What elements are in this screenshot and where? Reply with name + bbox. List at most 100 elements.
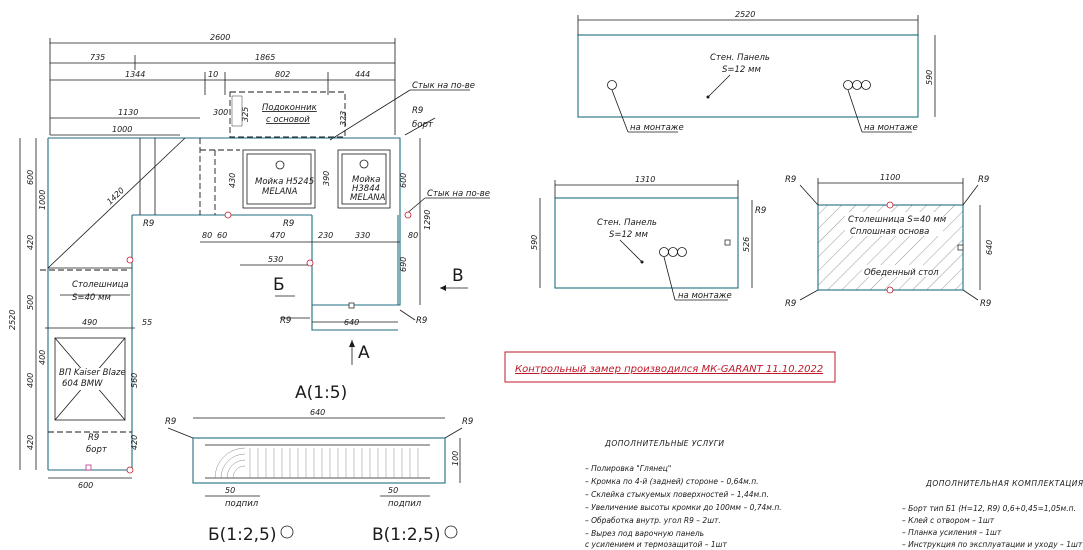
view-a-dim-640: 640 (310, 408, 325, 417)
dim-1130: 1130 (118, 108, 138, 117)
view-a-podpil-left: подпил (225, 499, 259, 509)
table-label-1: Столешница S=40 мм (848, 215, 947, 225)
dim-600-bottom: 600 (78, 481, 93, 490)
dim-1344: 1344 (125, 70, 145, 79)
dim-600-right: 600 (399, 173, 408, 188)
dim-420-left: 420 (26, 235, 35, 250)
section-a-marker: А (358, 343, 370, 363)
wall-panel-1: 2520 590 Стен. Панель S=12 мм на монтаже… (577, 10, 936, 133)
dim-10: 10 (208, 70, 218, 79)
dim-80-right: 80 (408, 231, 418, 240)
view-b-title: Б(1:2,5) (208, 525, 277, 545)
wall2-dim-590: 590 (530, 235, 539, 250)
window-sill: Подоконник с основой (229, 91, 346, 138)
view-a-dim-50-right: 50 (388, 486, 398, 495)
joint-label-1: Стык на по-ве (412, 81, 475, 91)
dim-400-left: 400 (26, 373, 35, 388)
r9-label-3: R9 (143, 219, 154, 229)
service-item-4: – Обработка внутр. угол R9 – 2шт. (585, 516, 721, 525)
r9-label-1: R9 (412, 106, 423, 116)
wall2-dim-526: 526 (742, 237, 751, 252)
complect-item-3: – Инструкция по эксплуатации и уходу – 1… (902, 540, 1083, 549)
services-list: ДОПОЛНИТЕЛЬНЫЕ УСЛУГИ – Полировка "Гляне… (585, 439, 782, 549)
dim-55: 55 (142, 318, 152, 327)
wall2-label-1: Стен. Панель (597, 218, 657, 228)
table-r9-bl: R9 (785, 299, 796, 309)
view-a-r9-right: R9 (462, 417, 473, 427)
dim-430: 430 (228, 173, 237, 188)
grate-pattern (214, 447, 419, 479)
table-dim-1100: 1100 (880, 173, 900, 182)
table-dim-640: 640 (985, 240, 994, 255)
service-item-5: – Вырез под варочную панель (585, 529, 704, 538)
dim-690: 690 (399, 257, 408, 272)
wall1-dim-590: 590 (925, 70, 934, 85)
table-r9-tl: R9 (785, 175, 796, 185)
dim-802: 802 (275, 70, 290, 79)
joint-callouts: Стык на по-ве Стык на по-ве R9 борт (329, 81, 490, 216)
view-v-title: В(1:2,5) (372, 525, 441, 545)
table-r9-tr: R9 (978, 175, 989, 185)
dim-444: 444 (355, 70, 370, 79)
dim-640-plan: 640 (344, 318, 359, 327)
dim-2600: 2600 (210, 33, 230, 42)
wall2-label-2: S=12 мм (609, 230, 648, 240)
service-item-2: – Склейка стыкуемых поверхностей – 1,44м… (585, 490, 769, 499)
view-a-dim-50-left: 50 (225, 486, 235, 495)
hob-label-1: ВП Kaiser Blaze (59, 368, 126, 378)
bort-label-1: борт (412, 120, 434, 130)
dim-323: 323 (339, 111, 348, 126)
table-label-3: Обеденный стол (864, 268, 939, 278)
wall1-label-1: Стен. Панель (710, 53, 770, 63)
dining-table: 1100 640 Столешница S=40 мм Сплошная осн… (785, 173, 994, 309)
r9-label-5: R9 (280, 316, 291, 326)
dim-1865: 1865 (255, 53, 275, 62)
section-a-view: А(1:5) 640 R9 R9 100 (165, 383, 473, 545)
sink1-label-2: MELANA (262, 187, 298, 197)
wall2-r9: R9 (755, 206, 766, 216)
dim-420-bottom: 420 (130, 435, 139, 450)
sink2-label-2: H3844 (352, 184, 380, 194)
dim-1290: 1290 (423, 210, 432, 230)
complect-list: ДОПОЛНИТЕЛЬНАЯ КОМПЛЕКТАЦИЯ – Борт тип Б… (902, 479, 1083, 549)
service-item-3: – Увеличение высоты кромки до 100мм – 0,… (585, 503, 782, 512)
view-a-dim-100: 100 (451, 451, 460, 466)
wall1-mount-1: на монтаже (630, 123, 684, 133)
dim-230: 230 (318, 231, 333, 240)
r9-label-4: R9 (283, 219, 294, 229)
dim-500: 500 (26, 295, 35, 310)
section-b-marker: Б (273, 275, 285, 295)
sill-label-1: Подоконник (262, 103, 318, 113)
dim-300: 300 (213, 108, 228, 117)
wall1-dim-2520: 2520 (735, 10, 755, 19)
sink2-label-1: Мойка (352, 175, 380, 185)
wall2-dim-1310: 1310 (635, 175, 655, 184)
countertop-plan: 1420 Мойка H5245 MELANA 430 Мойка H3844 … (8, 137, 468, 490)
services-heading: ДОПОЛНИТЕЛЬНЫЕ УСЛУГИ (604, 439, 725, 448)
sink1-label-1: Мойка H5245 (255, 177, 314, 187)
dim-490: 490 (82, 318, 97, 327)
complect-item-1: – Клей с отвором – 1шт (902, 516, 995, 525)
service-item-1: – Кромка по 4-й (задней) стороне – 0,64м… (585, 477, 758, 486)
complect-heading: ДОПОЛНИТЕЛЬНАЯ КОМПЛЕКТАЦИЯ (925, 479, 1083, 488)
control-banner: Контрольный замер производился МК-GARANT… (504, 351, 836, 383)
dim-735: 735 (90, 53, 105, 62)
wall1-label-2: S=12 мм (722, 65, 761, 75)
top-dimensions: 2600 735 1865 1344 10 802 444 1130 1000 … (49, 33, 396, 136)
dim-530: 530 (268, 255, 283, 264)
complect-item-0: – Борт тип Б1 (Н=12, R9) 0,6+0,45=1,05м.… (902, 504, 1076, 513)
view-a-r9-left: R9 (165, 417, 176, 427)
complect-item-2: – Планка усиления – 1шт (902, 528, 1002, 537)
service-item-0: – Полировка "Глянец" (585, 464, 671, 473)
table-r9-br: R9 (980, 299, 991, 309)
view-b-symbol (280, 525, 294, 539)
dim-2520-vertical: 2520 (8, 310, 17, 330)
joint-label-2: Стык на по-ве (427, 189, 490, 199)
bort-label-2: борт (86, 445, 108, 455)
hob-label-2: 604 BMW (62, 379, 103, 389)
section-v-marker: В (452, 266, 464, 286)
dim-390: 390 (322, 171, 331, 186)
countertop-label-2: S=40 мм (72, 293, 111, 303)
countertop-label-1: Столешница (72, 280, 129, 290)
